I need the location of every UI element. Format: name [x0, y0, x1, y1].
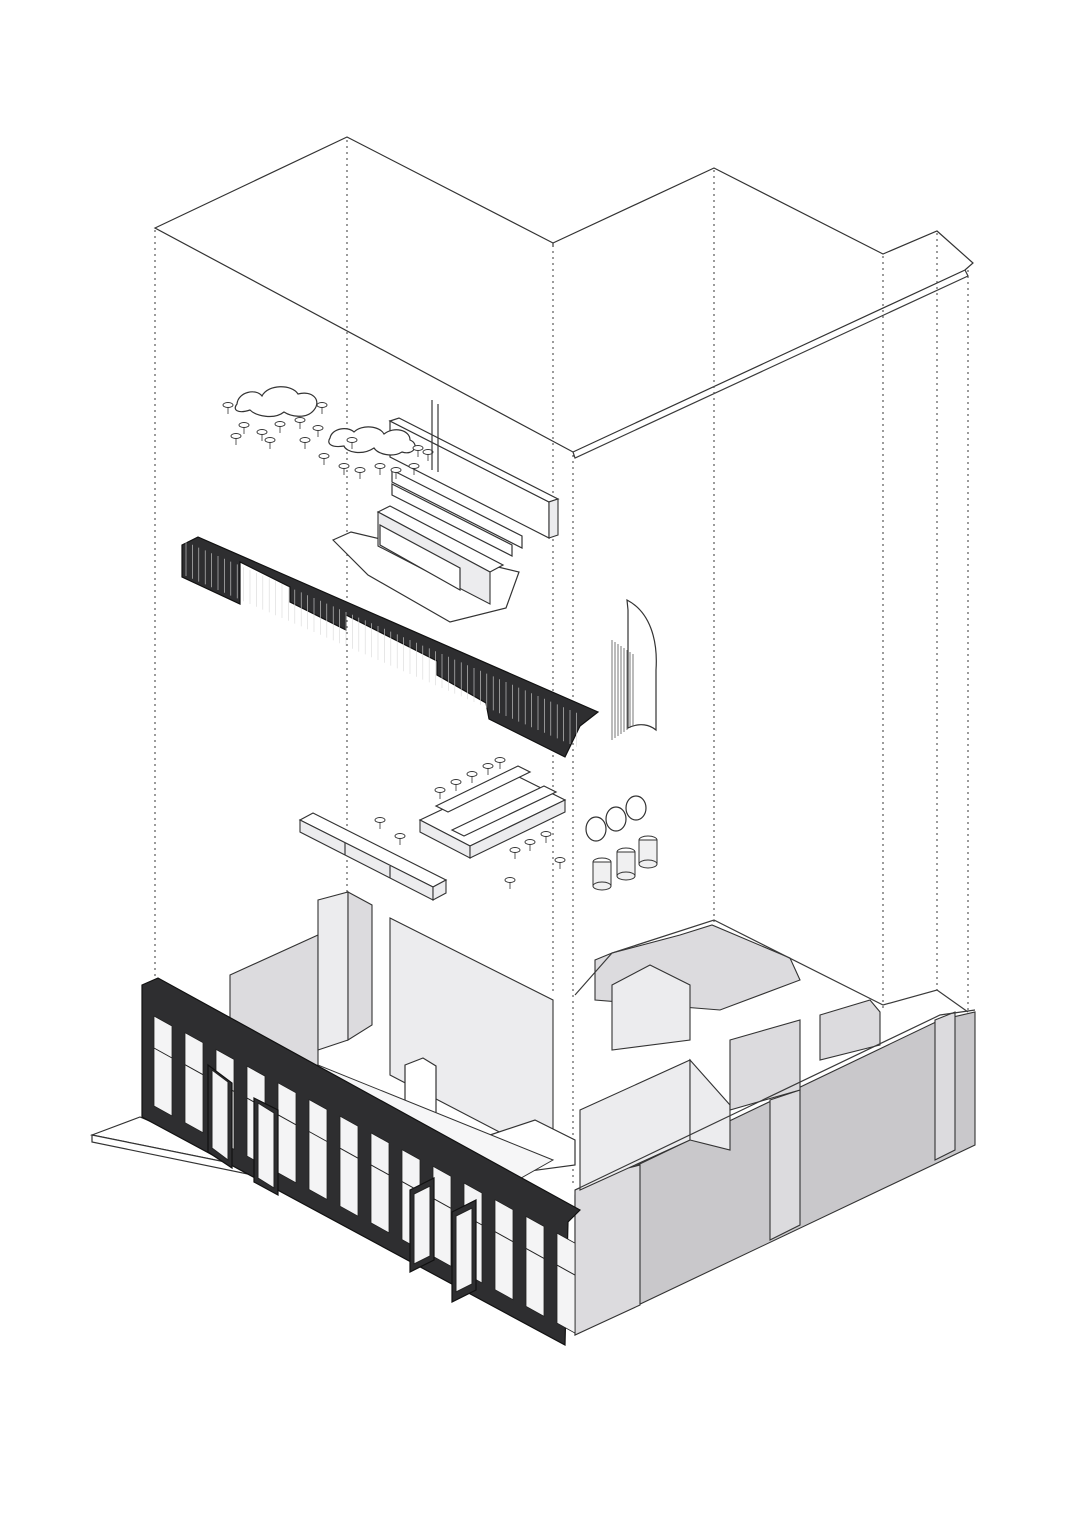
storefront-facade	[141, 977, 581, 1346]
ceiling-light-box	[331, 417, 560, 623]
round-mirrors	[585, 795, 647, 842]
roof-outline	[153, 136, 974, 459]
slatted-wood-canopy	[181, 536, 600, 758]
wash-basins	[592, 835, 658, 891]
cloud-tables-cluster	[222, 386, 439, 479]
curved-slat-screen	[611, 598, 657, 740]
bar-counters	[298, 757, 567, 901]
projection-lines	[154, 140, 969, 1185]
